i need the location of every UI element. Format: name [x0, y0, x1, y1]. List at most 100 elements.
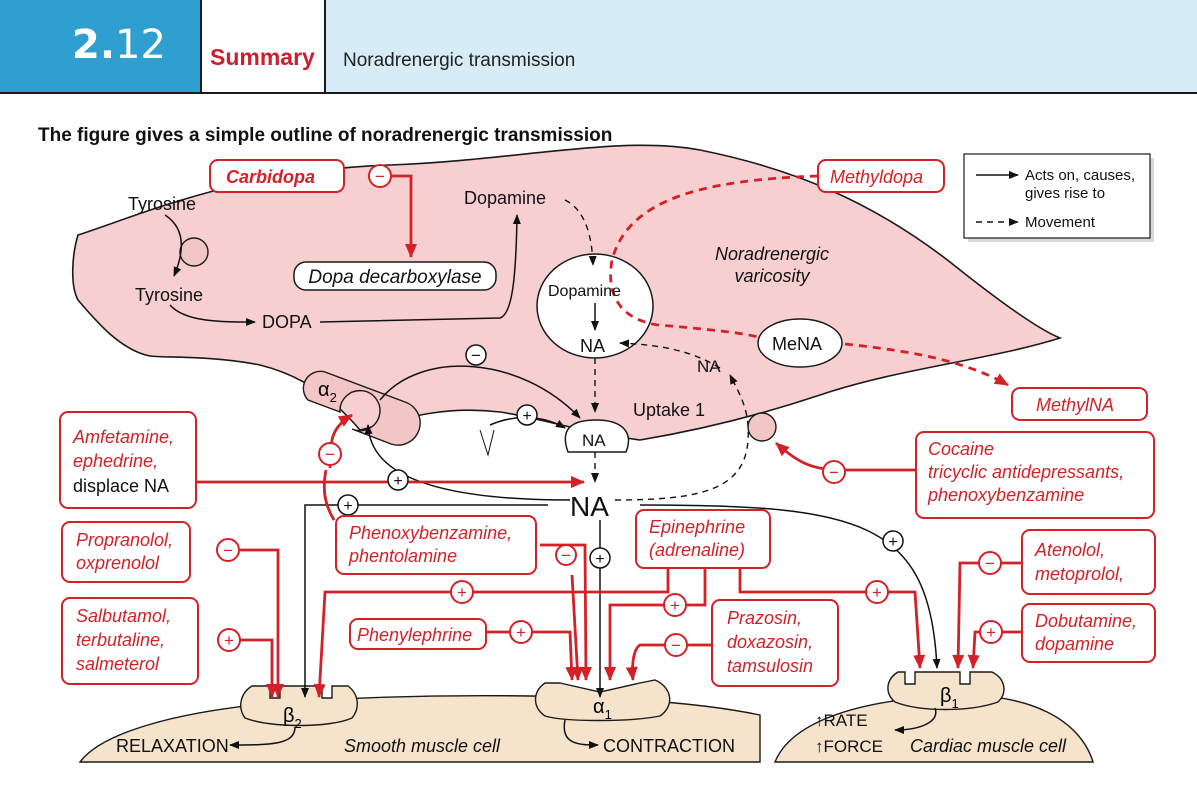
plus-sign: +	[865, 580, 889, 604]
ephedrine-label: ephedrine,	[73, 451, 158, 471]
plus-sign: +	[387, 469, 409, 491]
tamsulosin-label: tamsulosin	[727, 656, 813, 676]
plus-sign: +	[663, 593, 687, 617]
svg-text:−: −	[375, 167, 385, 186]
dobutamine-box	[1021, 603, 1156, 663]
plus-sign: +	[509, 620, 533, 644]
mena-label: MeNA	[772, 334, 822, 354]
force-label: ↑FORCE	[815, 737, 883, 756]
svg-text:+: +	[393, 473, 402, 490]
atenolol-label: Atenolol,	[1034, 540, 1105, 560]
na-release-label: NA	[582, 431, 606, 450]
varicosity-label-1: Noradrenergic	[715, 244, 829, 264]
relaxation-label: RELAXATION	[116, 736, 229, 756]
cardiac-muscle-label: Cardiac muscle cell	[910, 736, 1067, 756]
terbutaline-label: terbutaline,	[76, 630, 165, 650]
minus-sign: −	[318, 442, 342, 466]
mena-vesicle	[757, 318, 843, 368]
legend-solid-label: Acts on, causes,	[1025, 167, 1135, 184]
alpha1-receptor	[534, 679, 671, 722]
phenoxybenzamine-box	[335, 515, 537, 575]
atenolol-box	[1021, 529, 1156, 595]
section-number: 2.12	[72, 22, 166, 68]
na-vesicle-label: NA	[580, 336, 605, 356]
page-header: 2.12 Summary Noradrenergic transmission	[0, 0, 1197, 94]
rate-label: ↑RATE	[815, 711, 868, 730]
legend: Acts on, causes, gives rise to Movement	[963, 153, 1154, 242]
plus-sign: +	[217, 628, 241, 652]
cocaine-label: Cocaine	[928, 439, 994, 459]
svg-text:+: +	[595, 551, 604, 568]
minus-sign: −	[216, 538, 240, 562]
svg-text:+: +	[522, 408, 531, 425]
legend-dashed-label: Movement	[1025, 214, 1096, 231]
svg-text:+: +	[457, 583, 467, 602]
minus-sign: −	[664, 633, 688, 657]
methyldopa-label: Methyldopa	[830, 167, 923, 187]
plus-sign: +	[516, 404, 538, 426]
adrenaline-label: (adrenaline)	[649, 540, 745, 560]
smooth-muscle-label: Smooth muscle cell	[344, 736, 501, 756]
summary-label: Summary	[210, 44, 315, 70]
svg-text:+: +	[888, 534, 897, 551]
prazosin-box	[711, 599, 839, 687]
svg-text:−: −	[671, 636, 681, 655]
svg-text:+: +	[343, 498, 352, 515]
alpha2-label: α2	[318, 379, 337, 405]
release-vesicle	[564, 419, 630, 453]
salbutamol-label: Salbutamol,	[76, 606, 171, 626]
beta1-receptor	[887, 671, 1005, 711]
cocaine-box	[915, 431, 1155, 519]
varicosity-label-2: varicosity	[734, 266, 810, 286]
beta1-label: β1	[940, 685, 959, 711]
methylna-box	[1011, 387, 1148, 421]
svg-text:−: −	[561, 546, 571, 565]
dobutamine-label: Dobutamine,	[1035, 611, 1137, 631]
summary-tab: Summary	[200, 0, 326, 92]
prazosin-label: Prazosin,	[727, 608, 802, 628]
doxazosin-label: doxazosin,	[727, 632, 813, 652]
sign-markers: − − + − + + − − − + + + + + − + + − +	[216, 164, 1003, 657]
phentolamine-label: phentolamine	[348, 546, 457, 566]
phenoxybenzamine-uptake-label: phenoxybenzamine	[927, 485, 1084, 505]
minus-sign: −	[465, 344, 487, 366]
alpha1-label: α1	[593, 696, 612, 722]
salbutamol-box	[61, 597, 199, 685]
minus-sign: −	[368, 164, 392, 188]
dopamine-drug-label: dopamine	[1035, 634, 1114, 654]
plus-sign: +	[589, 547, 611, 569]
epinephrine-box	[635, 509, 771, 569]
amfetamine-box	[59, 411, 197, 509]
dopa-label: DOPA	[262, 312, 312, 332]
section-title-block: Noradrenergic transmission	[326, 0, 1197, 92]
dopa-decarboxylase-box	[293, 261, 497, 291]
minus-sign: −	[822, 460, 846, 484]
plus-sign: +	[337, 494, 359, 516]
plus-sign: +	[882, 530, 904, 552]
dopamine-vesicle-label: Dopamine	[548, 283, 621, 300]
beta2-label: β2	[283, 705, 302, 731]
salmeterol-label: salmeterol	[76, 654, 160, 674]
svg-text:−: −	[223, 541, 233, 560]
svg-text:+: +	[872, 583, 882, 602]
svg-text:−: −	[829, 463, 839, 482]
section-title: Noradrenergic transmission	[343, 50, 576, 71]
minus-sign: −	[978, 551, 1002, 575]
displace-na-label: displace NA	[73, 476, 169, 496]
tyrosine-inside-label: Tyrosine	[135, 285, 203, 305]
tyrosine-outside-label: Tyrosine	[128, 194, 196, 214]
oxprenolol-label: oxprenolol	[76, 553, 160, 573]
svg-text:−: −	[471, 346, 481, 365]
propranolol-label: Propranolol,	[76, 530, 173, 550]
svg-text:+: +	[516, 623, 526, 642]
methylna-label: MethylNA	[1036, 395, 1114, 415]
metoprolol-label: metoprolol,	[1035, 564, 1124, 584]
phenoxybenzamine-label: Phenoxybenzamine,	[349, 523, 512, 543]
svg-text:−: −	[325, 445, 335, 464]
propranolol-box	[61, 521, 191, 583]
svg-text:+: +	[224, 631, 234, 650]
amfetamine-label: Amfetamine,	[72, 427, 174, 447]
tyrosine-transporter	[179, 237, 209, 267]
minus-sign: −	[555, 544, 577, 566]
